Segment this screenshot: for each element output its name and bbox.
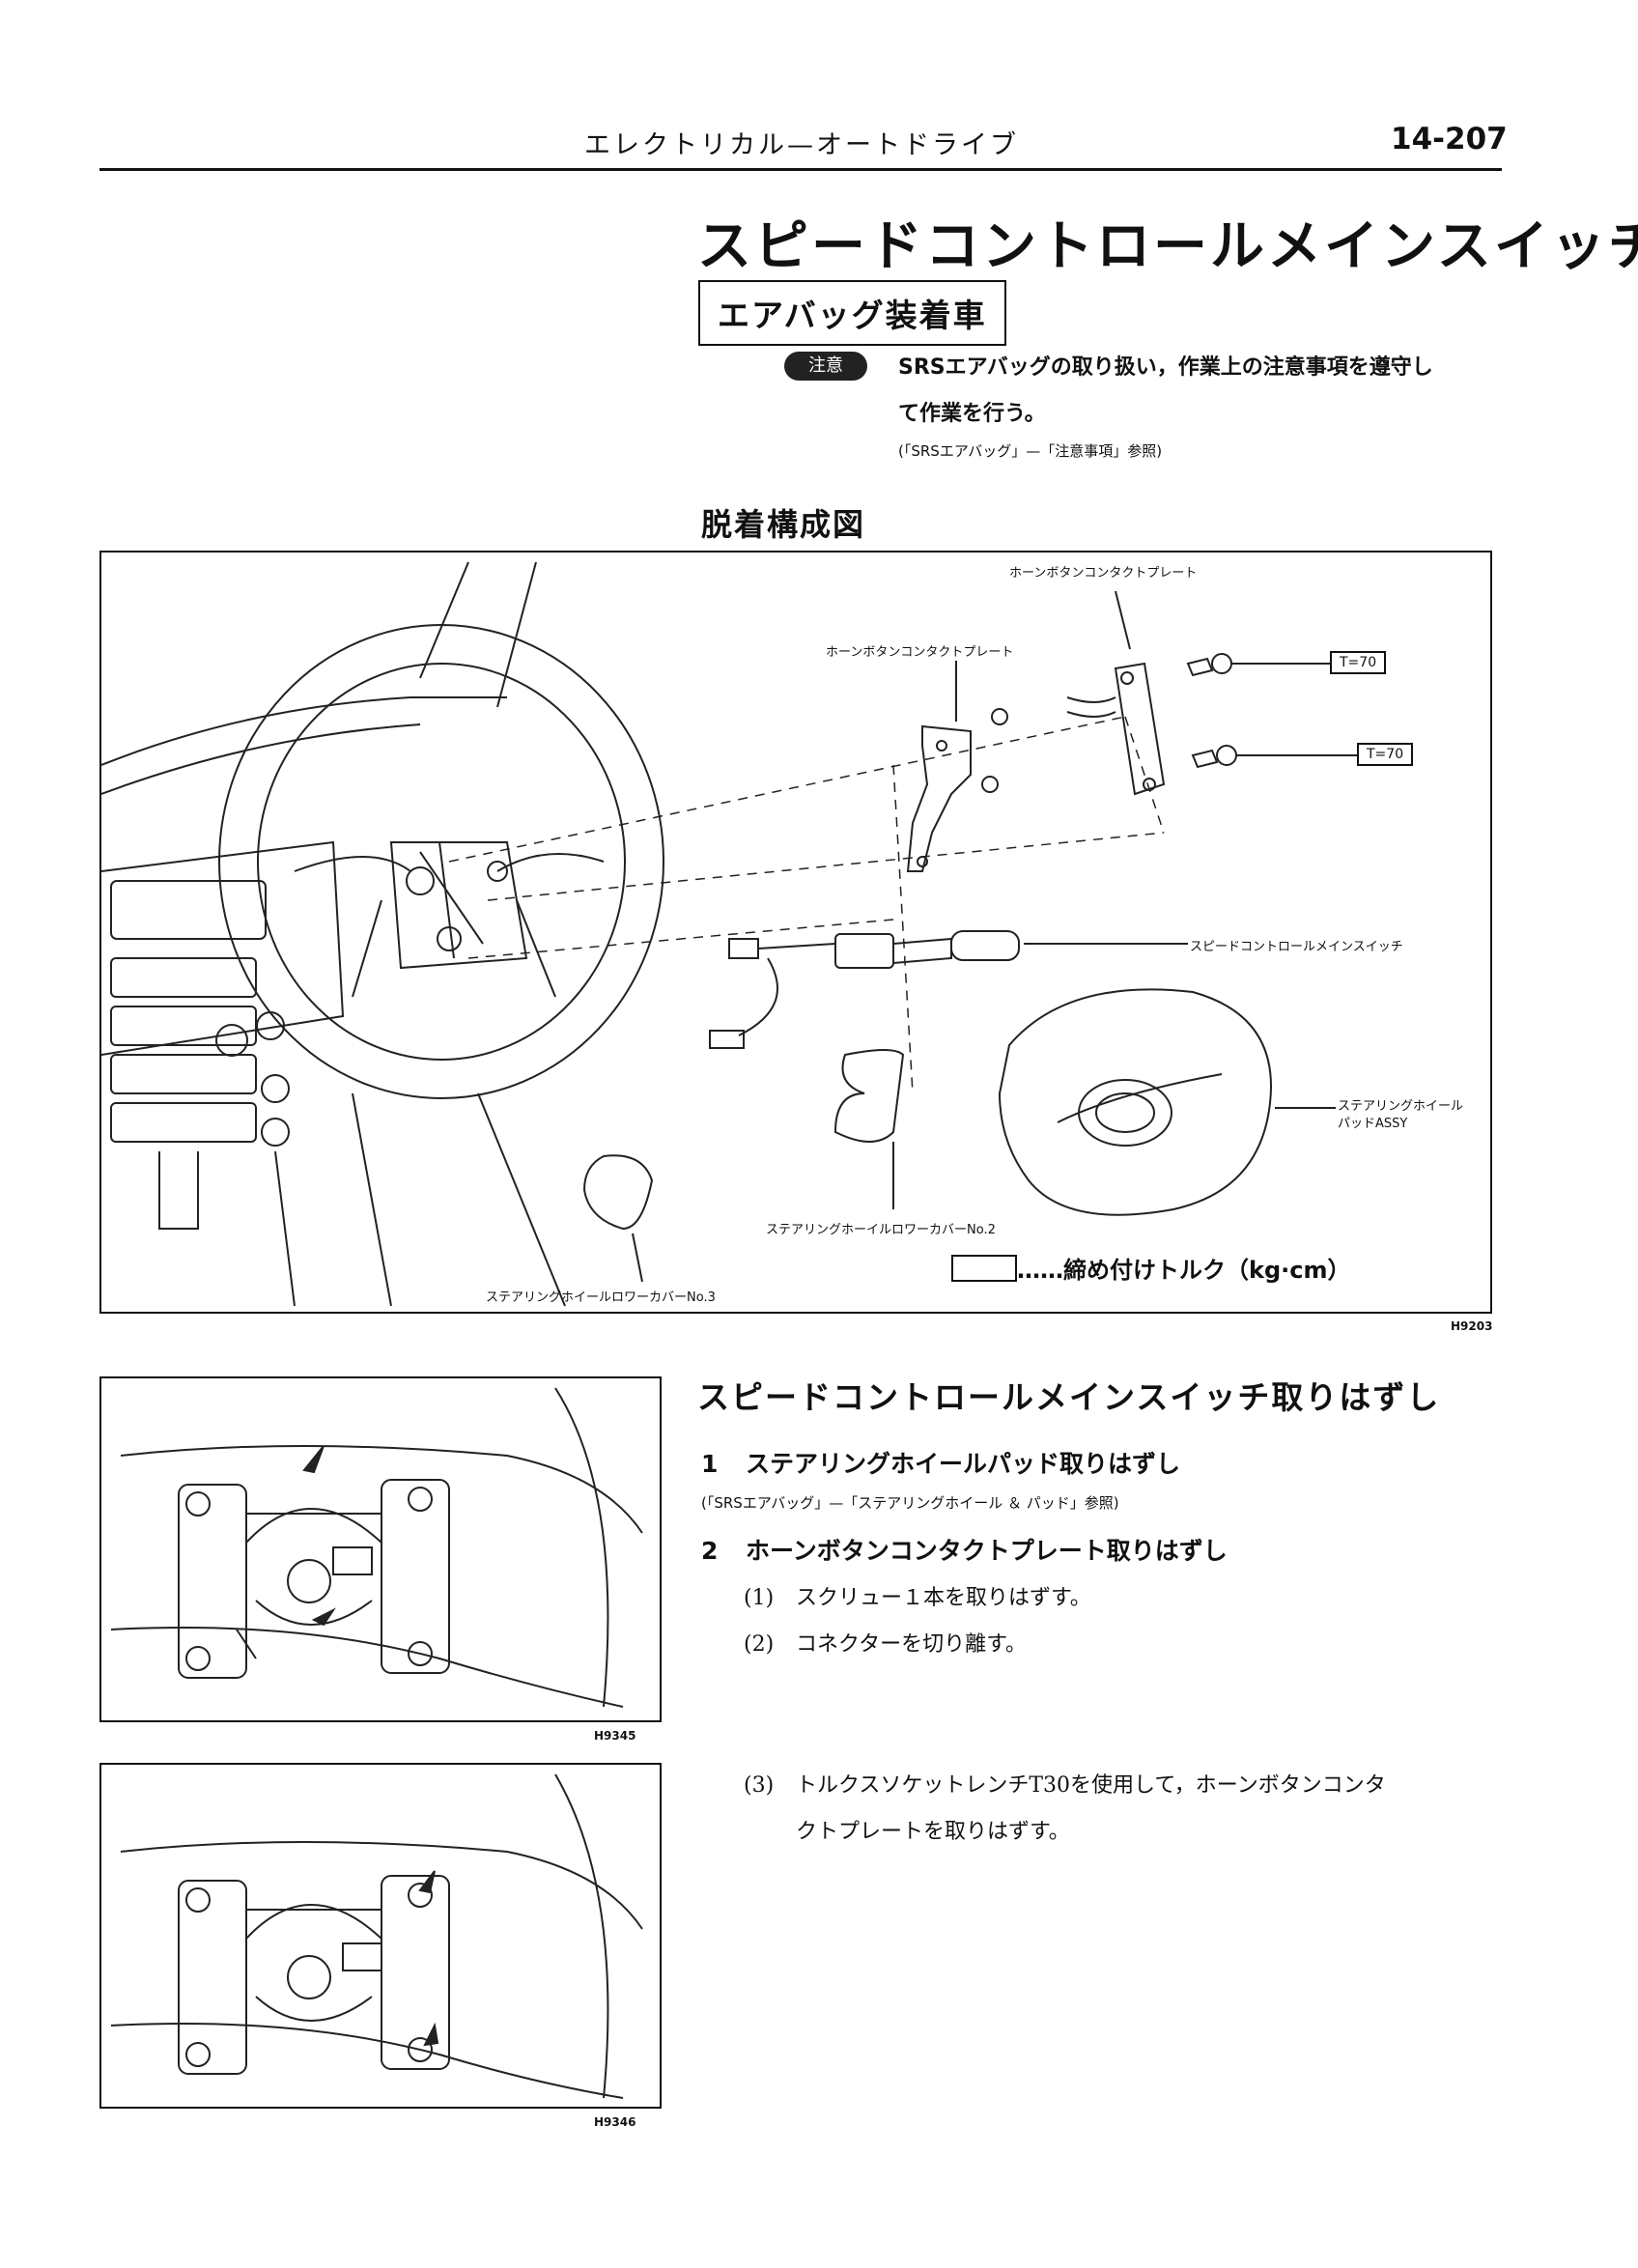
substep-2-number: (2) [744, 1632, 775, 1657]
caution-reference: (「SRSエアバッグ」—「注意事項」参照) [898, 442, 1163, 460]
vehicle-variant-label: エアバッグ装着車 [698, 280, 1006, 346]
figure-2-illustration [99, 1763, 662, 2109]
substep-3-number: (3) [744, 1773, 775, 1798]
exploded-diagram: ホーンボタンコンタクトプレート ホーンボタンコンタクトプレート T=70 T=7… [99, 551, 1492, 1314]
figure-2-drawing [110, 1773, 643, 2099]
substep-2-text: コネクターを切り離す。 [796, 1632, 1027, 1657]
substep-1-text: スクリュー１本を取りはずす。 [796, 1586, 1091, 1610]
step-1: 1 ステアリングホイールパッド取りはずし [701, 1445, 1180, 1480]
label-horn-contact-plate-top: ホーンボタンコンタクトプレート [1009, 566, 1198, 581]
substep-2: (2) コネクターを切り離す。 [744, 1627, 1027, 1658]
caution-text-line2: て作業を行う。 [898, 402, 1046, 426]
label-lower-cover-no3: ステアリングホイールロワーカバーNo.3 [486, 1290, 716, 1305]
step-2-number: 2 [701, 1537, 719, 1565]
figure-2-code: H9346 [594, 2115, 636, 2129]
figure-1-code: H9345 [594, 1729, 636, 1743]
step-2-text: ホーンボタンコンタクトプレート取りはずし [746, 1537, 1228, 1565]
label-pad-assy-line2: パッドASSY [1338, 1117, 1408, 1131]
procedure-title: スピードコントロールメインスイッチ取りはずし [697, 1378, 1441, 1416]
substep-3-text-line2: クトプレートを取りはずす。 [796, 1820, 1070, 1844]
substep-3: (3) トルクスソケットレンチT30を使用して，ホーンボタンコンタ [744, 1768, 1386, 1799]
step-1-reference: (「SRSエアバッグ」—「ステアリングホイール ＆ パッド」参照) [701, 1494, 1119, 1512]
torque-legend-box [951, 1255, 1017, 1282]
diagram-heading: 脱着構成図 [701, 506, 866, 543]
page-title: スピードコントロールメインスイッチ [697, 215, 1638, 278]
step-1-number: 1 [701, 1450, 719, 1478]
caution-badge: 注意 [784, 352, 867, 381]
step-1-text: ステアリングホイールパッド取りはずし [746, 1450, 1181, 1478]
torque-legend-text: ……締め付けトルク（kg·cm） [1017, 1257, 1351, 1284]
substep-1-number: (1) [744, 1586, 775, 1610]
label-main-switch: スピードコントロールメインスイッチ [1190, 940, 1403, 954]
header-rule [99, 168, 1502, 171]
figure-1-illustration [99, 1376, 662, 1722]
diagram-figure-code: H9203 [1451, 1319, 1493, 1333]
label-horn-contact-plate-left: ホーンボタンコンタクトプレート [826, 645, 1014, 660]
label-lower-cover-no2: ステアリングホーイルロワーカバーNo.2 [766, 1223, 996, 1237]
step-2: 2 ホーンボタンコンタクトプレート取りはずし [701, 1532, 1228, 1567]
caution-text-line1: SRSエアバッグの取り扱い，作業上の注意事項を遵守し [898, 355, 1433, 380]
header-section-title: エレクトリカル—オートドライブ [584, 130, 1019, 160]
torque-value-1: T=70 [1330, 651, 1387, 674]
label-pad-assy-line1: ステアリングホイール [1338, 1099, 1464, 1114]
substep-1: (1) スクリュー１本を取りはずす。 [744, 1580, 1091, 1611]
exploded-diagram-drawing [101, 561, 1357, 1307]
substep-3-text-line1: トルクスソケットレンチT30を使用して，ホーンボタンコンタ [796, 1773, 1386, 1798]
torque-value-2: T=70 [1357, 743, 1414, 766]
page-number: 14-207 [1391, 122, 1508, 156]
figure-1-drawing [110, 1387, 643, 1708]
